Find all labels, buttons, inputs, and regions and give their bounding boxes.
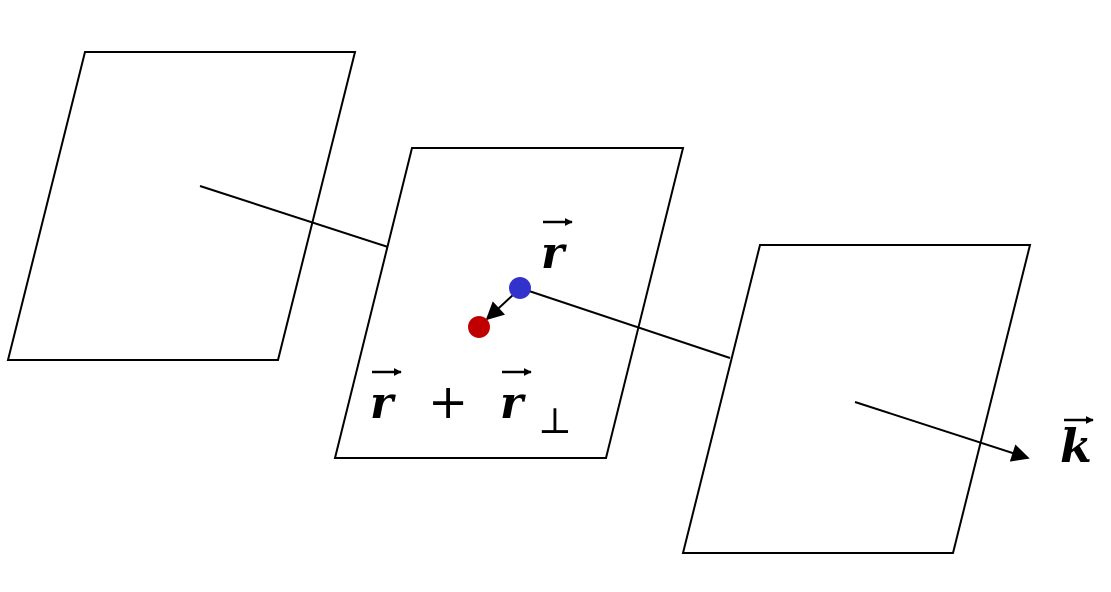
label-r-perp-base: r bbox=[500, 378, 526, 429]
point-r-plus-r-perp bbox=[468, 316, 490, 338]
propagation-line-segment-1 bbox=[199, 185, 389, 248]
propagation-line-segment-2 bbox=[519, 287, 731, 359]
label-r: r bbox=[541, 218, 573, 279]
label-k-text: k bbox=[1060, 419, 1092, 473]
wavefront-plane-1 bbox=[6, 51, 357, 361]
wavefront-plane-2 bbox=[333, 147, 685, 459]
label-k: k bbox=[1060, 416, 1094, 473]
label-r-text: r bbox=[541, 228, 567, 279]
label-perp-subscript: ⊥ bbox=[538, 401, 572, 442]
label-r2-text: r bbox=[370, 378, 396, 429]
wavefront-plane-3 bbox=[681, 244, 1032, 554]
point-r bbox=[509, 277, 531, 299]
label-r-plus-r-perp: r + r ⊥ bbox=[370, 368, 572, 442]
label-plus: + bbox=[428, 374, 468, 430]
r-perp-arrow bbox=[485, 293, 515, 321]
k-vector-arrow bbox=[854, 401, 1030, 462]
